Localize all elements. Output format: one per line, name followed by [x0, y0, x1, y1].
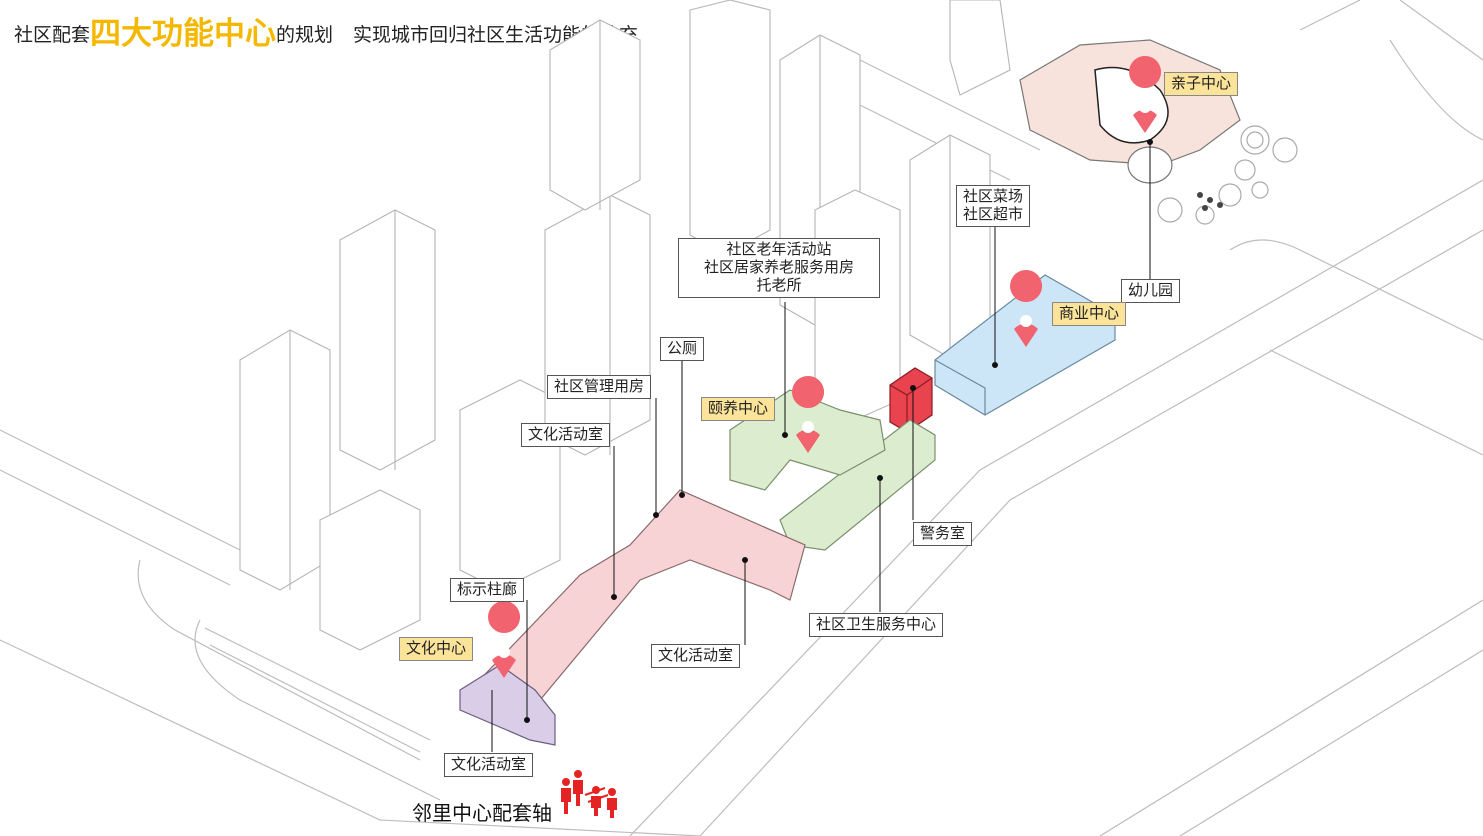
title-suffix: 的规划 — [276, 25, 334, 46]
label-public-toilet: 公厕 — [660, 337, 705, 361]
tag-culture-center: 文化中心 — [399, 637, 474, 661]
label-culture-room-1: 文化活动室 — [521, 423, 611, 447]
label-police: 警务室 — [913, 522, 973, 546]
title-highlight: 四大功能中心 — [90, 16, 277, 51]
tag-commercial-center: 商业中心 — [1052, 302, 1127, 326]
label-kindergarten: 幼儿园 — [1121, 279, 1181, 303]
label-elderly-services: 社区老年活动站 社区居家养老服务用房 托老所 — [678, 238, 880, 298]
title-prefix: 社区配套 — [14, 25, 91, 46]
label-colonnade: 标示柱廊 — [450, 578, 525, 602]
label-elderly-line3: 托老所 — [756, 277, 802, 294]
label-management: 社区管理用房 — [547, 375, 652, 399]
label-culture-room-2: 文化活动室 — [651, 644, 741, 668]
label-elderly-line1: 社区老年活动站 — [726, 241, 832, 258]
label-market-line2: 社区超市 — [963, 206, 1024, 223]
label-culture-room-3: 文化活动室 — [444, 753, 534, 777]
location-pins — [488, 56, 1162, 678]
people-icon — [561, 770, 617, 818]
tag-qinzi-center: 亲子中心 — [1164, 72, 1239, 96]
label-elderly-line2: 社区居家养老服务用房 — [703, 259, 854, 276]
leader-lines — [491, 139, 1153, 752]
pin-holes — [498, 101, 1151, 658]
label-health-center: 社区卫生服务中心 — [809, 613, 944, 637]
label-market-line1: 社区菜场 — [963, 188, 1024, 205]
axis-label: 邻里中心配套轴 — [412, 803, 552, 825]
label-market: 社区菜场 社区超市 — [956, 185, 1031, 227]
tag-yiyang-center: 颐养中心 — [701, 397, 776, 421]
